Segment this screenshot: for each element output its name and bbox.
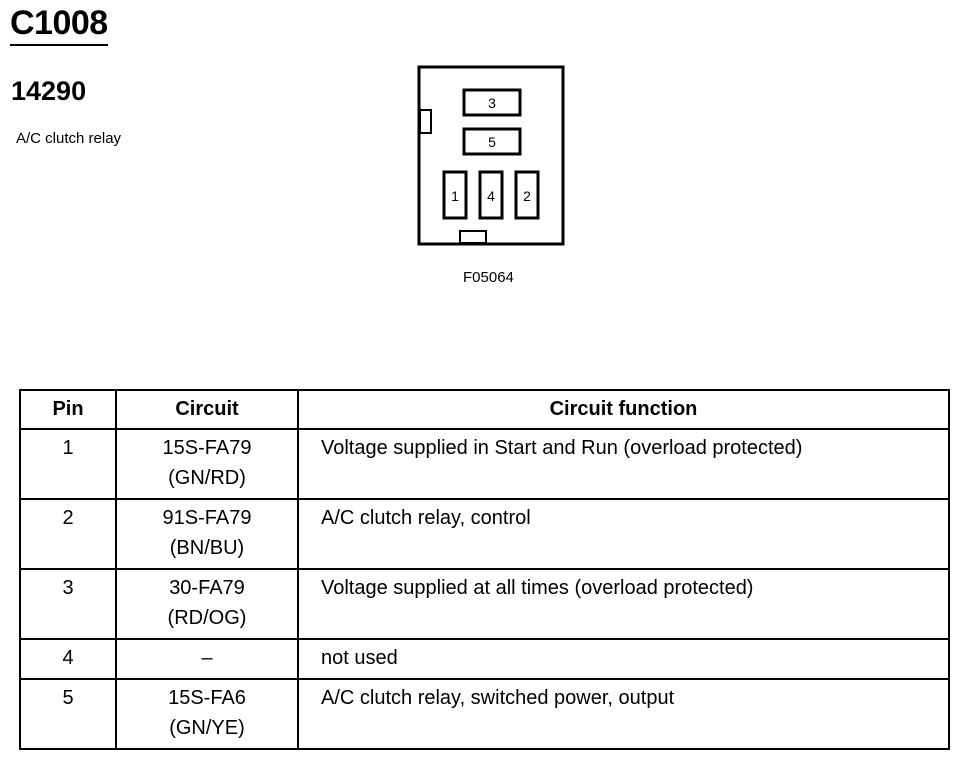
pinout-table: Pin Circuit Circuit function 1 15S-FA79 … [19, 389, 950, 750]
terminal-2-slot [514, 170, 540, 220]
wire-color: (GN/YE) [169, 717, 245, 739]
terminal-4-label: 4 [487, 188, 495, 204]
pin-cell: 1 [19, 428, 117, 500]
table-header-row: Pin Circuit Circuit function [19, 389, 950, 430]
circuit-code: 15S-FA6 [168, 687, 246, 709]
terminal-1-label: 1 [451, 188, 459, 204]
wire-color: (RD/OG) [167, 607, 247, 629]
function-cell: Voltage supplied at all times (overload … [297, 568, 950, 640]
circuit-cell: 15S-FA79 (GN/RD) [115, 428, 299, 500]
wire-color: (GN/RD) [168, 467, 246, 489]
circuit-code: 15S-FA79 [162, 437, 252, 459]
column-header-circuit: Circuit [115, 389, 299, 430]
part-description: A/C clutch relay [16, 130, 122, 147]
terminal-3-slot [462, 88, 522, 117]
function-cell: A/C clutch relay, control [297, 498, 950, 570]
pin-cell: 2 [19, 498, 117, 570]
circuit-cell: 30-FA79 (RD/OG) [115, 568, 299, 640]
circuit-cell: 91S-FA79 (BN/BU) [115, 498, 299, 570]
connector-bottom-key [459, 230, 487, 244]
table-row: 1 15S-FA79 (GN/RD) Voltage supplied in S… [19, 428, 950, 500]
terminal-4-slot [478, 170, 504, 220]
wire-color: (BN/BU) [169, 537, 245, 559]
circuit-cell: – [115, 638, 299, 680]
function-cell: Voltage supplied in Start and Run (overl… [297, 428, 950, 500]
pin-cell: 5 [19, 678, 117, 750]
circuit-code: – [201, 647, 213, 669]
table-row: 5 15S-FA6 (GN/YE) A/C clutch relay, swit… [19, 678, 950, 750]
terminal-1-slot [442, 170, 468, 220]
part-number: 14290 [11, 76, 87, 106]
pin-cell: 3 [19, 568, 117, 640]
circuit-code: 91S-FA79 [162, 507, 252, 529]
column-header-pin: Pin [19, 389, 117, 430]
table-row: 4 – not used [19, 638, 950, 680]
connector-side-latch [419, 109, 432, 134]
terminal-2-label: 2 [523, 188, 531, 204]
terminal-5-label: 5 [488, 134, 496, 150]
table-row: 3 30-FA79 (RD/OG) Voltage supplied at al… [19, 568, 950, 640]
function-cell: A/C clutch relay, switched power, output [297, 678, 950, 750]
column-header-function: Circuit function [297, 389, 950, 430]
circuit-cell: 15S-FA6 (GN/YE) [115, 678, 299, 750]
terminal-5-slot [462, 127, 522, 156]
terminal-3-label: 3 [488, 95, 496, 111]
connector-id: C1008 [10, 4, 108, 46]
relay-connector-diagram: 3 5 1 4 2 [417, 65, 565, 246]
table-row: 2 91S-FA79 (BN/BU) A/C clutch relay, con… [19, 498, 950, 570]
function-cell: not used [297, 638, 950, 680]
figure-code: F05064 [463, 269, 514, 286]
circuit-code: 30-FA79 [169, 577, 245, 599]
pin-cell: 4 [19, 638, 117, 680]
